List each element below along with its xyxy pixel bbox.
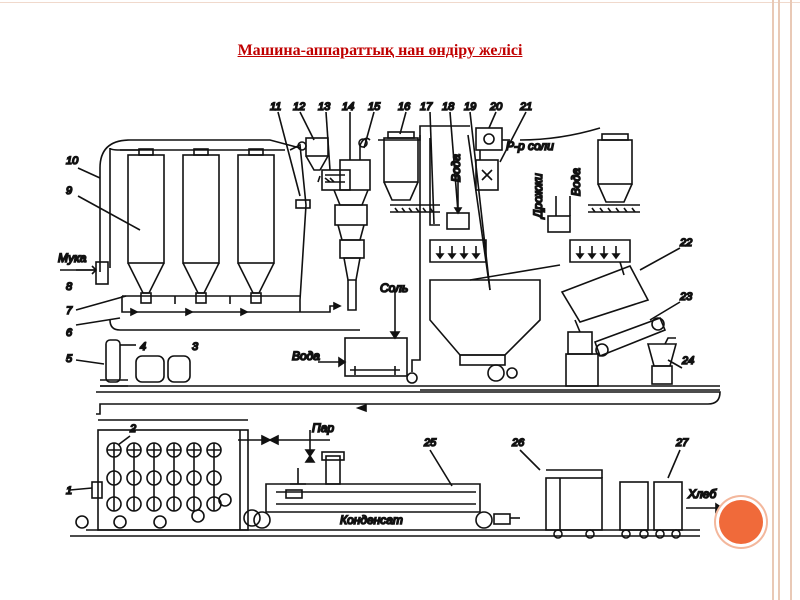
bread-container-2 xyxy=(653,481,683,531)
label-yeast: Дрожжи xyxy=(531,173,545,220)
number-11: 11 xyxy=(270,101,281,113)
conveyor-23 xyxy=(593,316,667,358)
silo-2 xyxy=(182,148,220,304)
bread-container-1 xyxy=(619,481,649,531)
tank-20 xyxy=(475,127,503,151)
number-3: 3 xyxy=(192,341,199,353)
number-12: 12 xyxy=(293,101,305,113)
proofer-drive xyxy=(91,481,103,499)
label-bread: Хлеб xyxy=(687,487,717,501)
flour-bunker-right xyxy=(597,139,633,185)
number-8: 8 xyxy=(66,281,73,293)
number-22: 22 xyxy=(679,237,692,249)
number-27: 27 xyxy=(675,437,689,449)
silo-3 xyxy=(237,148,275,304)
number-17: 17 xyxy=(420,101,433,113)
number-18: 18 xyxy=(442,101,455,113)
number-21: 21 xyxy=(519,101,532,113)
number-16: 16 xyxy=(398,101,411,113)
number-10: 10 xyxy=(66,155,79,167)
number-19: 19 xyxy=(464,101,476,113)
salt-dissolver xyxy=(344,337,408,377)
number-15: 15 xyxy=(368,101,381,113)
slide-frame-line xyxy=(778,0,780,600)
tank-3 xyxy=(167,355,191,383)
label-water-2: Вода xyxy=(569,168,583,196)
label-condensate: Конденсат xyxy=(340,513,403,527)
label-water-3: Вода xyxy=(449,154,463,182)
slide-top-border xyxy=(0,2,800,3)
label-water-1: Вода xyxy=(292,349,320,363)
decorative-orange-circle xyxy=(719,500,763,544)
number-24: 24 xyxy=(681,355,694,367)
tank-21 xyxy=(475,159,499,191)
flour-conveying-line xyxy=(121,296,340,313)
label-steam: Пар xyxy=(312,421,334,435)
number-20: 20 xyxy=(489,101,503,113)
number-2: 2 xyxy=(129,423,136,435)
slide-frame-line xyxy=(790,0,792,600)
tank-4 xyxy=(135,355,165,383)
dough-trough-22 xyxy=(560,264,650,323)
silo-1 xyxy=(127,148,165,304)
dough-trough-19 xyxy=(429,279,541,356)
slide-title: Машина-аппараттық нан өндіру желісі xyxy=(237,42,523,59)
label-salt-solution: Р-р соли xyxy=(506,139,554,153)
number-23: 23 xyxy=(679,291,693,303)
number-13: 13 xyxy=(318,101,331,113)
flour-bunker xyxy=(383,137,419,183)
filter xyxy=(295,199,311,209)
doser-right xyxy=(547,215,571,233)
number-9: 9 xyxy=(66,185,72,197)
slide-frame-line xyxy=(772,0,774,600)
label-flour: Мука xyxy=(58,251,87,265)
flour-receiver xyxy=(95,261,109,285)
hopper-12 xyxy=(305,137,329,157)
air-pipe xyxy=(99,139,301,272)
oven-25 xyxy=(265,483,481,513)
number-7: 7 xyxy=(66,305,73,317)
number-5: 5 xyxy=(66,353,73,365)
number-14: 14 xyxy=(342,101,354,113)
tank-5 xyxy=(105,339,121,383)
label-salt: Соль xyxy=(380,281,408,295)
doser-18 xyxy=(446,212,470,230)
number-6: 6 xyxy=(66,327,73,339)
number-1: 1 xyxy=(66,485,72,497)
proofer-cradles xyxy=(106,442,222,512)
bread-sorter-26 xyxy=(545,477,603,531)
number-4: 4 xyxy=(140,341,146,353)
number-26: 26 xyxy=(511,437,525,449)
oven-discharge xyxy=(493,513,511,525)
number-25: 25 xyxy=(423,437,437,449)
